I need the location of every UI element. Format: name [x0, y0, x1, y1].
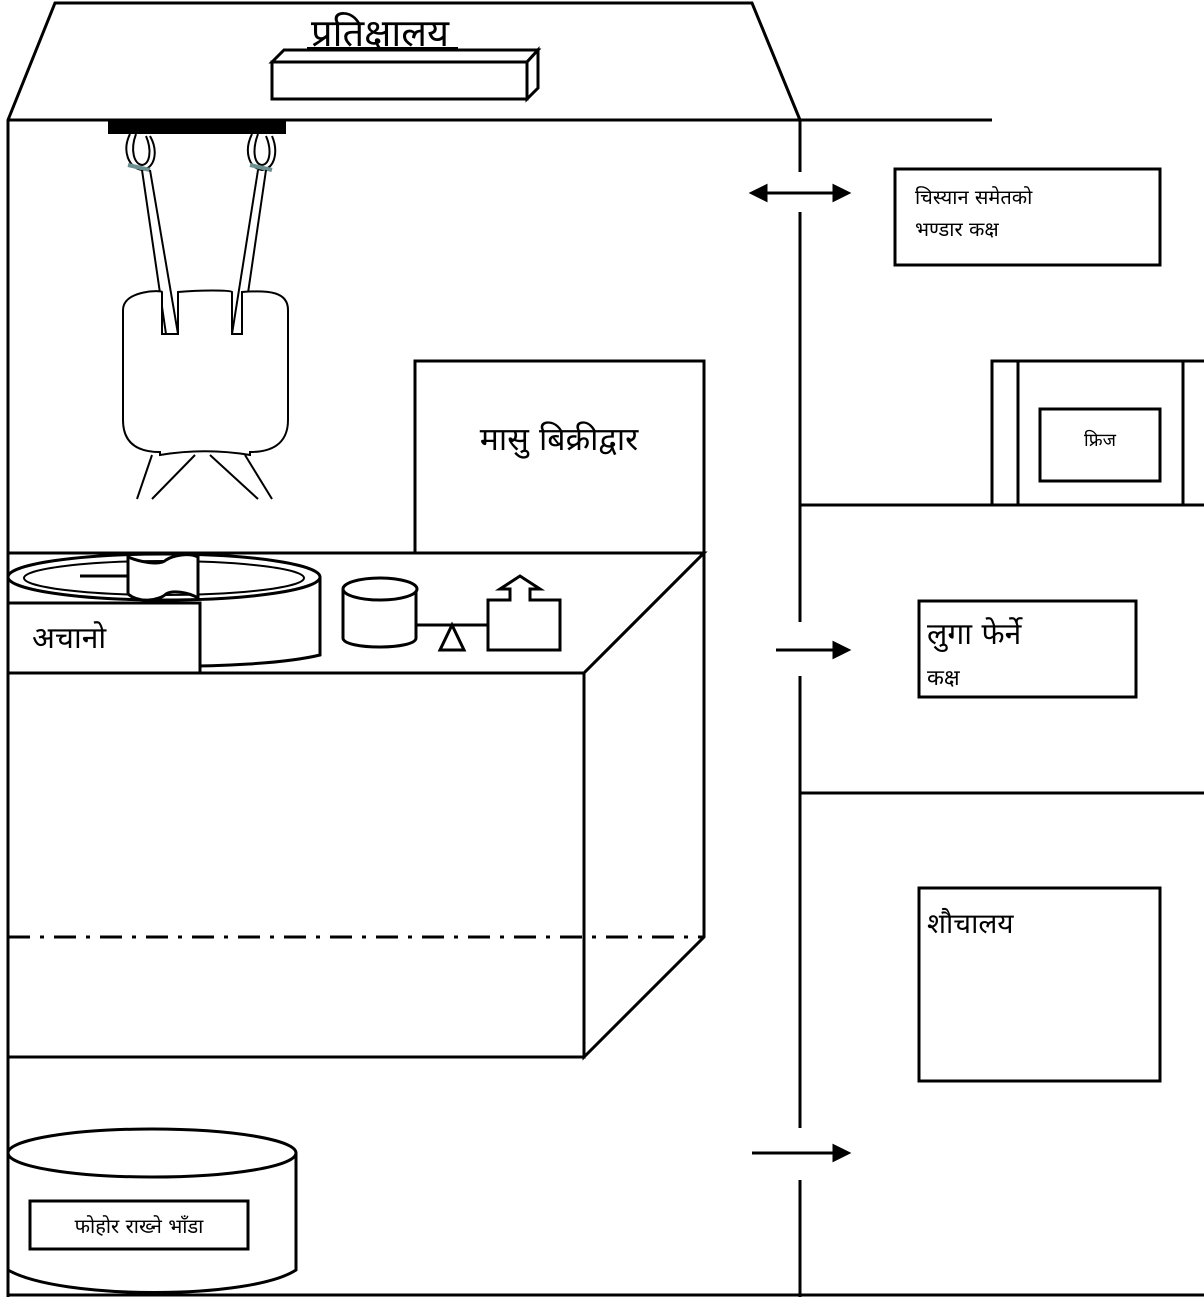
- waiting-room-sign: [268, 46, 542, 103]
- hanging-rail: [108, 120, 286, 134]
- cold-store-label-line2: भण्डार कक्ष: [915, 217, 999, 241]
- meat-counter-label: मासु बिक्रीद्वार: [480, 420, 639, 459]
- pickle-label: अचानो: [32, 621, 107, 656]
- door-arrow-changing-room: [776, 640, 852, 660]
- waste-bin-label: फोहोर राख्ने भाँडा: [75, 1214, 205, 1238]
- toilet-label: शौचालय: [927, 907, 1014, 940]
- grinder-icon: [80, 553, 200, 602]
- cold-store-box: [893, 167, 1162, 267]
- waste-bin-label-box: [28, 1199, 250, 1251]
- door-arrow-toilet: [752, 1143, 852, 1163]
- changing-room-label-line2: कक्ष: [927, 666, 961, 691]
- meat-hook-right-icon: [246, 133, 277, 172]
- meat-counter-box: [413, 359, 706, 555]
- fridge-cabinet: [990, 359, 1204, 507]
- toilet-box: [917, 886, 1162, 1083]
- changing-room-label-line1: लुगा फेर्ने: [927, 617, 1023, 653]
- fridge-label: फ्रिज: [1084, 429, 1117, 451]
- cold-store-label-line1: चिस्यान समेतको: [915, 185, 1033, 209]
- weighing-scale-icon: [341, 574, 562, 652]
- door-arrow-cold-store: [748, 183, 852, 203]
- meat-hook-left-icon: [125, 133, 156, 172]
- hanging-carcass-icon: [122, 289, 289, 500]
- pickle-box: [6, 601, 202, 675]
- changing-room-box: [917, 599, 1138, 699]
